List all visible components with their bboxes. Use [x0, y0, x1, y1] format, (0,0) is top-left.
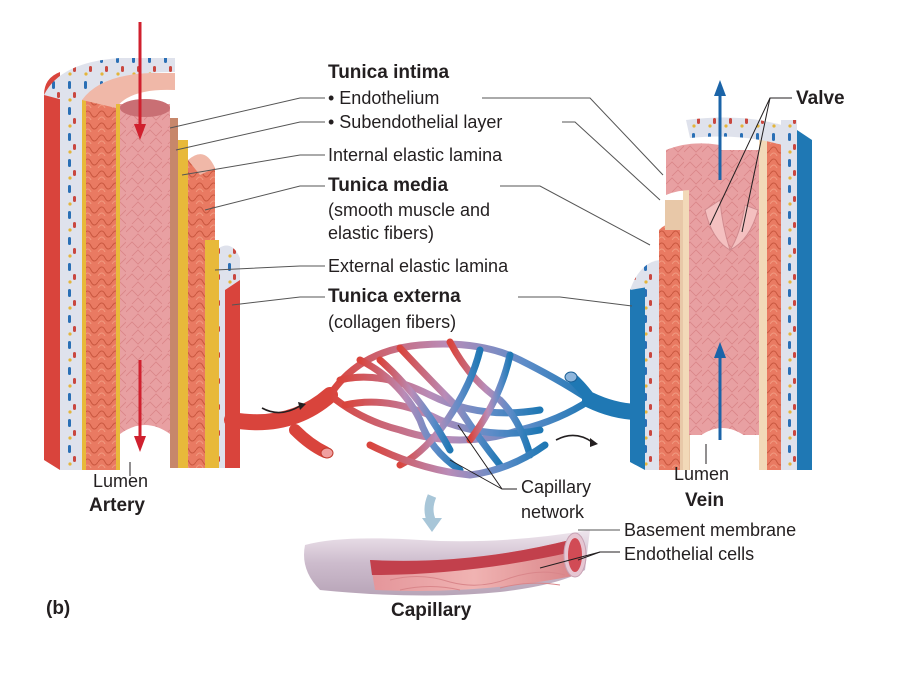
label-vein: Vein: [685, 490, 725, 511]
capillary-detail-illustration: [304, 530, 590, 596]
label-tunica-externa: Tunica externa: [328, 286, 461, 307]
label-tunica-media-desc-2: elastic fibers): [328, 223, 435, 243]
label-vein-lumen: Lumen: [674, 464, 730, 484]
label-valve: Valve: [796, 88, 845, 109]
artery-illustration: [44, 22, 240, 470]
label-tunica-externa-desc: (collagen fibers): [328, 312, 457, 332]
label-artery-lumen: Lumen: [93, 471, 149, 491]
label-capillary-network-1: Capillary: [521, 477, 592, 497]
label-artery: Artery: [89, 495, 145, 516]
label-endothelium: • Endothelium: [328, 88, 440, 108]
label-endothelial-cells: Endothelial cells: [624, 544, 755, 564]
vein-illustration: [630, 80, 812, 470]
label-internal-elastic-lamina: Internal elastic lamina: [328, 145, 503, 165]
label-tunica-media: Tunica media: [328, 175, 449, 196]
leader-lines: [129, 97, 792, 569]
label-subendothelial-layer: • Subendothelial layer: [328, 112, 503, 132]
panel-label: (b): [46, 598, 71, 619]
label-external-elastic-lamina: External elastic lamina: [328, 256, 509, 276]
label-tunica-media-desc-1: (smooth muscle and: [328, 200, 491, 220]
label-capillary-network-2: network: [521, 502, 585, 522]
label-capillary: Capillary: [391, 600, 472, 621]
label-basement-membrane: Basement membrane: [624, 520, 797, 540]
label-tunica-intima: Tunica intima: [328, 62, 450, 83]
capillary-network-illustration: [224, 338, 648, 532]
